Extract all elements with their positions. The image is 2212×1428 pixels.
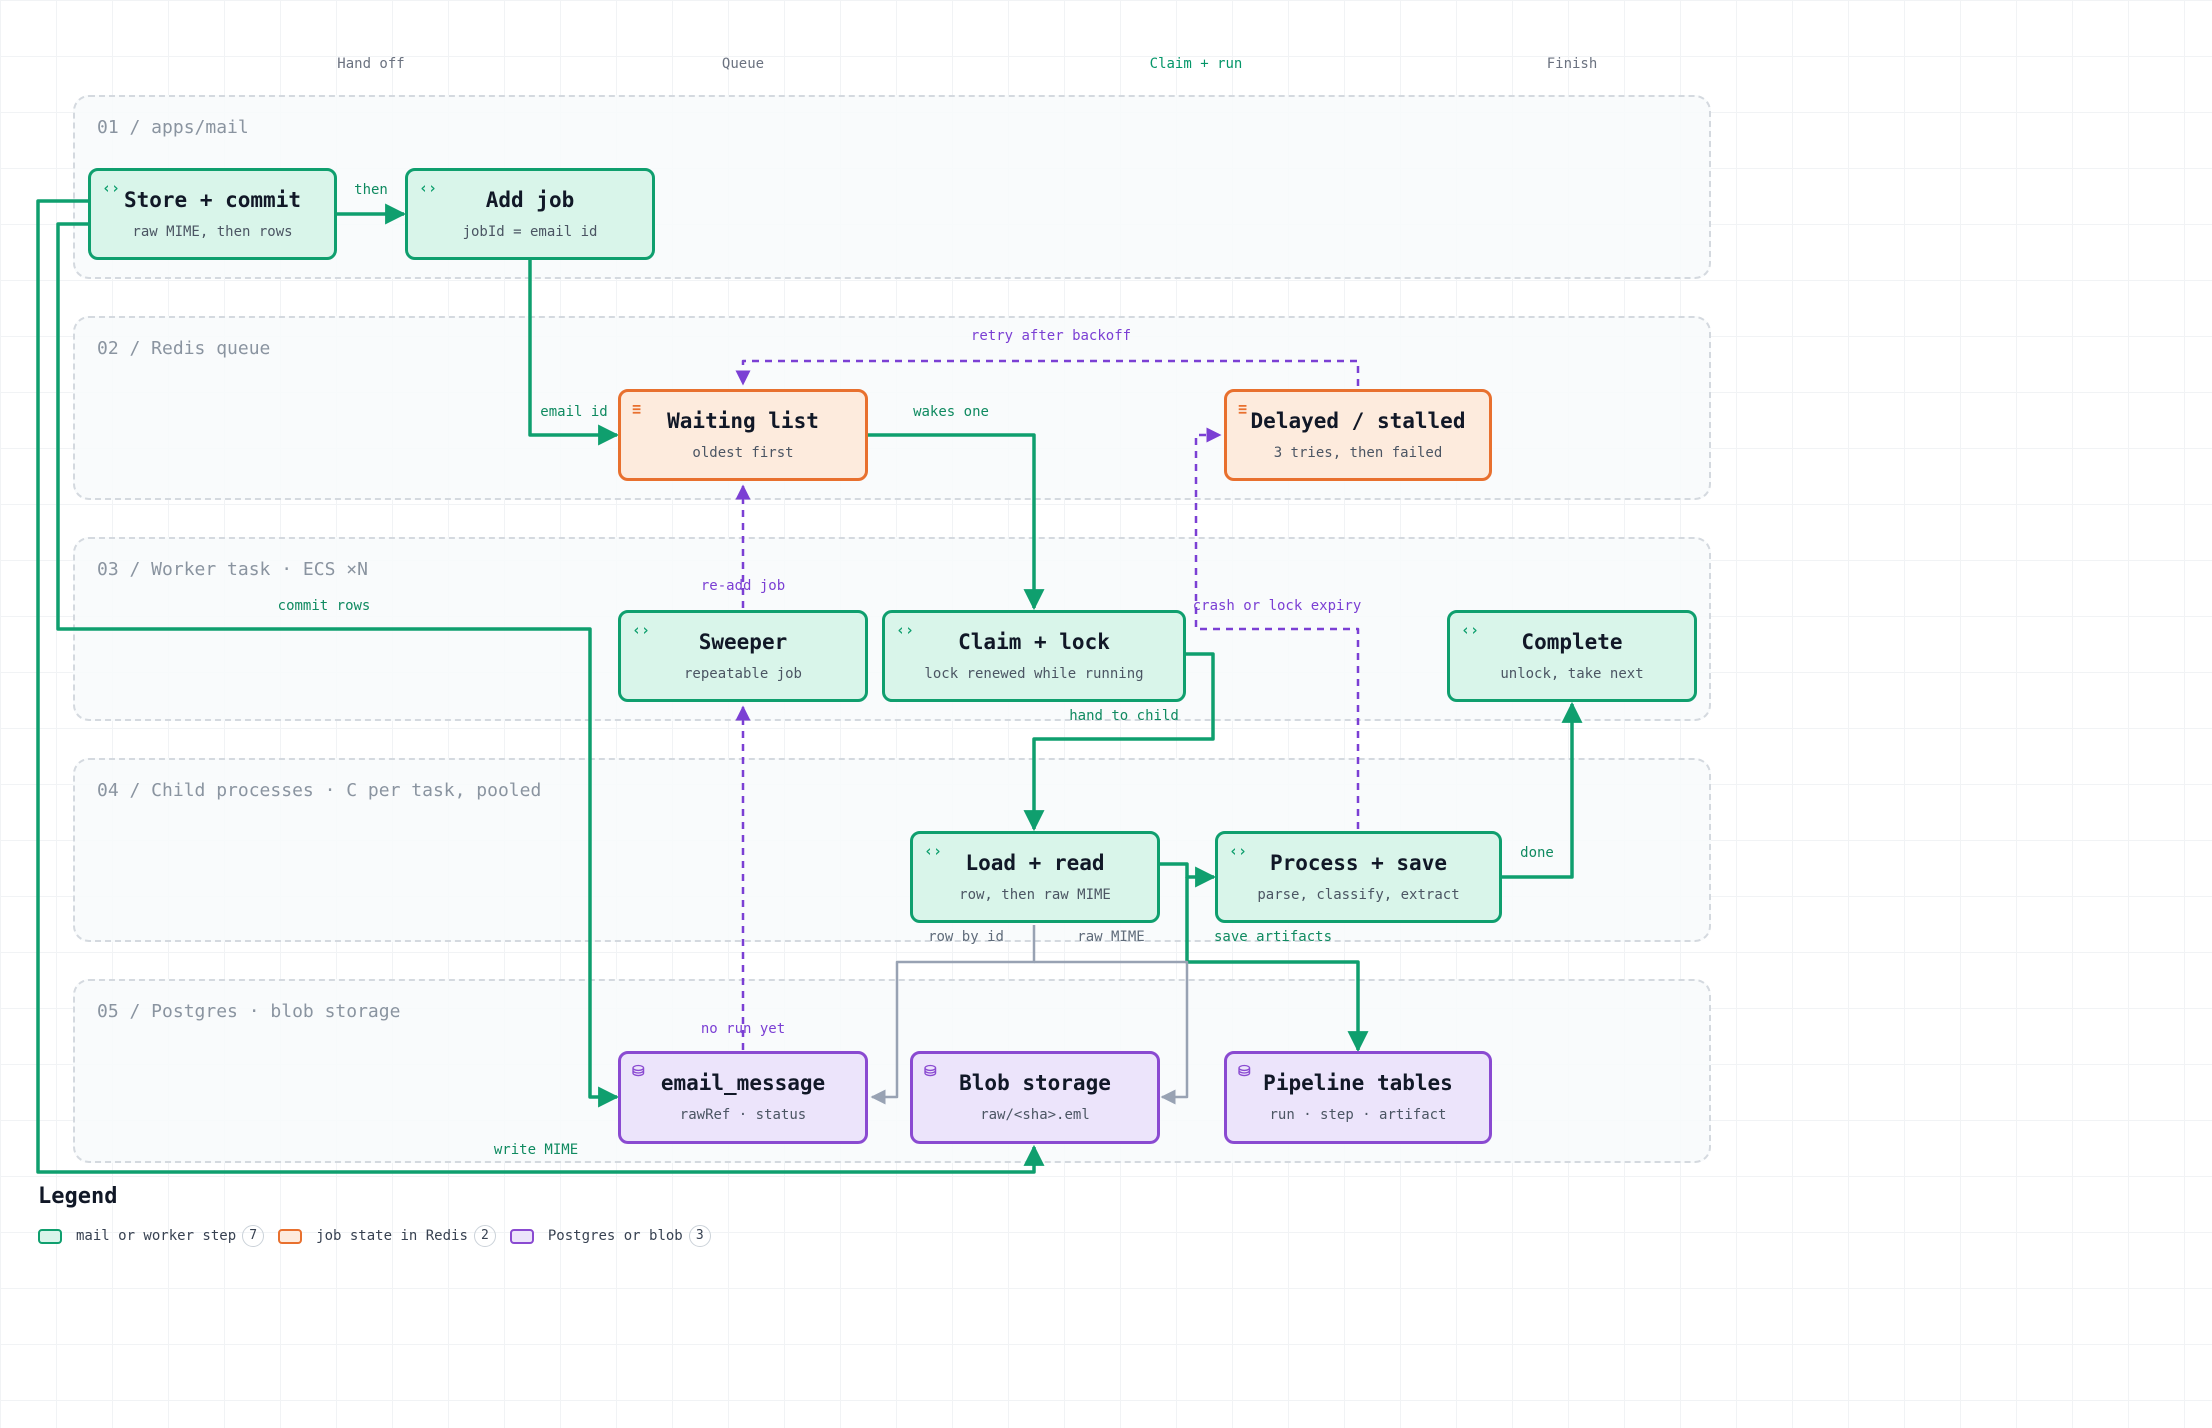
node-sweeper[interactable]: ‹› Sweeper repeatable job xyxy=(618,610,868,702)
legend-label: job state in Redis xyxy=(316,1228,468,1244)
node-subtitle: unlock, take next xyxy=(1500,666,1644,682)
edge-waiting-to-claim xyxy=(868,433,1045,611)
node-title: Store + commit xyxy=(123,188,301,212)
edge-label-save-artifacts: save artifacts xyxy=(1213,929,1333,945)
node-complete[interactable]: ‹› Complete unlock, take next xyxy=(1447,610,1697,702)
node-title: email_message xyxy=(660,1071,826,1095)
column-header-finish: Finish xyxy=(1546,56,1598,72)
edge-load-row-by-id xyxy=(870,925,1036,1105)
column-header-queue: Queue xyxy=(721,56,765,72)
node-title: Claim + lock xyxy=(958,630,1110,654)
legend-count: 2 xyxy=(473,1225,496,1247)
edge-retry-after-backoff xyxy=(735,359,1360,386)
list-icon: ≡ xyxy=(1238,400,1248,418)
edge-label-done: done xyxy=(1520,845,1554,861)
database-icon: ⛁ xyxy=(1238,1062,1251,1080)
edge-label-re-add-job: re-add job xyxy=(700,578,786,594)
node-subtitle: jobId = email id xyxy=(462,224,598,240)
node-title: Delayed / stalled xyxy=(1250,409,1466,433)
edge-claim-to-load xyxy=(1023,652,1215,832)
node-title: Waiting list xyxy=(667,409,819,433)
node-title: Complete xyxy=(1521,630,1623,654)
edge-label-commit-rows: commit rows xyxy=(277,598,371,614)
node-claim-lock[interactable]: ‹› Claim + lock lock renewed while runni… xyxy=(882,610,1186,702)
code-icon: ‹› xyxy=(102,179,121,197)
node-waiting-list[interactable]: ≡ Waiting list oldest first xyxy=(618,389,868,481)
node-subtitle: oldest first xyxy=(692,445,794,461)
legend-count: 3 xyxy=(688,1225,711,1247)
node-email-message[interactable]: ⛁ email_message rawRef · status xyxy=(618,1051,868,1144)
legend-label: Postgres or blob xyxy=(547,1228,683,1244)
node-blob-storage[interactable]: ⛁ Blob storage raw/<sha>.eml xyxy=(910,1051,1160,1144)
legend-item-worker: mail or worker step 7 xyxy=(38,1225,265,1247)
node-subtitle: row, then raw MIME xyxy=(959,887,1111,903)
edge-label-email-id: email id xyxy=(540,404,608,420)
node-title: Sweeper xyxy=(698,630,788,654)
database-icon: ⛁ xyxy=(632,1062,645,1080)
edge-add-job-to-waiting xyxy=(528,260,620,446)
edge-crash-lock-expiry xyxy=(1194,427,1360,829)
edge-save-artifacts xyxy=(1185,877,1369,1053)
edge-label-hand-to-child: hand to child xyxy=(1069,708,1179,724)
lane-title: 01 / apps/mail xyxy=(97,117,249,138)
code-icon: ‹› xyxy=(924,842,943,860)
edge-label-crash-or-lock-expiry: crash or lock expiry xyxy=(1192,598,1362,614)
lane-title: 03 / Worker task · ECS ×N xyxy=(97,559,368,580)
lane-title: 02 / Redis queue xyxy=(97,338,271,359)
edge-store-write-mime xyxy=(36,199,1045,1174)
node-title: Process + save xyxy=(1269,851,1447,875)
edge-label-row-by-id: row by id xyxy=(928,929,1004,945)
node-subtitle: 3 tries, then failed xyxy=(1273,445,1443,461)
node-title: Pipeline tables xyxy=(1263,1071,1453,1095)
node-subtitle: raw MIME, then rows xyxy=(132,224,293,240)
edge-label-retry-after-backoff: retry after backoff xyxy=(970,328,1132,344)
code-icon: ‹› xyxy=(632,621,651,639)
legend-title: Legend xyxy=(38,1184,118,1209)
node-subtitle: lock renewed while running xyxy=(924,666,1144,682)
legend-swatch-redis xyxy=(278,1228,303,1244)
node-subtitle: run · step · artifact xyxy=(1269,1107,1447,1123)
node-title: Add job xyxy=(485,188,575,212)
node-subtitle: raw/<sha>.eml xyxy=(980,1107,1090,1123)
edge-store-commit-rows xyxy=(56,222,620,1108)
list-icon: ≡ xyxy=(632,400,642,418)
node-title: Blob storage xyxy=(959,1071,1111,1095)
lane-title: 05 / Postgres · blob storage xyxy=(97,1001,401,1022)
edge-load-to-process xyxy=(1160,862,1217,888)
edge-label-wakes-one: wakes one xyxy=(913,404,989,420)
code-icon: ‹› xyxy=(1461,621,1480,639)
node-store-commit[interactable]: ‹› Store + commit raw MIME, then rows xyxy=(88,168,337,260)
node-pipeline-tables[interactable]: ⛁ Pipeline tables run · step · artifact xyxy=(1224,1051,1492,1144)
edge-label-no-run-yet: no run yet xyxy=(700,1021,786,1037)
legend-swatch-db xyxy=(509,1228,534,1244)
code-icon: ‹› xyxy=(1229,842,1248,860)
code-icon: ‹› xyxy=(896,621,915,639)
node-subtitle: repeatable job xyxy=(683,666,802,682)
lane-title: 04 / Child processes · C per task, poole… xyxy=(97,780,542,801)
legend-label: mail or worker step xyxy=(76,1228,237,1244)
database-icon: ⛁ xyxy=(924,1062,937,1080)
legend-item-db: Postgres or blob 3 xyxy=(509,1225,711,1247)
node-subtitle: parse, classify, extract xyxy=(1257,887,1460,903)
edge-label-raw-mime: raw MIME xyxy=(1077,929,1145,945)
code-icon: ‹› xyxy=(419,179,438,197)
node-delayed-stalled[interactable]: ≡ Delayed / stalled 3 tries, then failed xyxy=(1224,389,1492,481)
node-load-read[interactable]: ‹› Load + read row, then raw MIME xyxy=(910,831,1160,923)
node-process-save[interactable]: ‹› Process + save parse, classify, extra… xyxy=(1215,831,1502,923)
column-header-hand-off: Hand off xyxy=(337,56,405,72)
legend-count: 7 xyxy=(242,1225,265,1247)
node-subtitle: rawRef · status xyxy=(679,1107,807,1123)
column-header-claim-run: Claim + run xyxy=(1149,56,1243,72)
node-title: Load + read xyxy=(965,851,1105,875)
lane-apps-mail xyxy=(73,95,1711,279)
node-add-job[interactable]: ‹› Add job jobId = email id xyxy=(405,168,655,260)
edge-process-done-complete xyxy=(1502,701,1583,879)
legend-item-redis: job state in Redis 2 xyxy=(278,1225,496,1247)
edge-label-then: then xyxy=(354,182,388,198)
legend: mail or worker step 7 job state in Redis… xyxy=(38,1225,725,1247)
edge-load-raw-mime xyxy=(1034,960,1189,1105)
legend-swatch-worker xyxy=(38,1228,62,1244)
edge-label-write-mime: write MIME xyxy=(493,1142,579,1158)
